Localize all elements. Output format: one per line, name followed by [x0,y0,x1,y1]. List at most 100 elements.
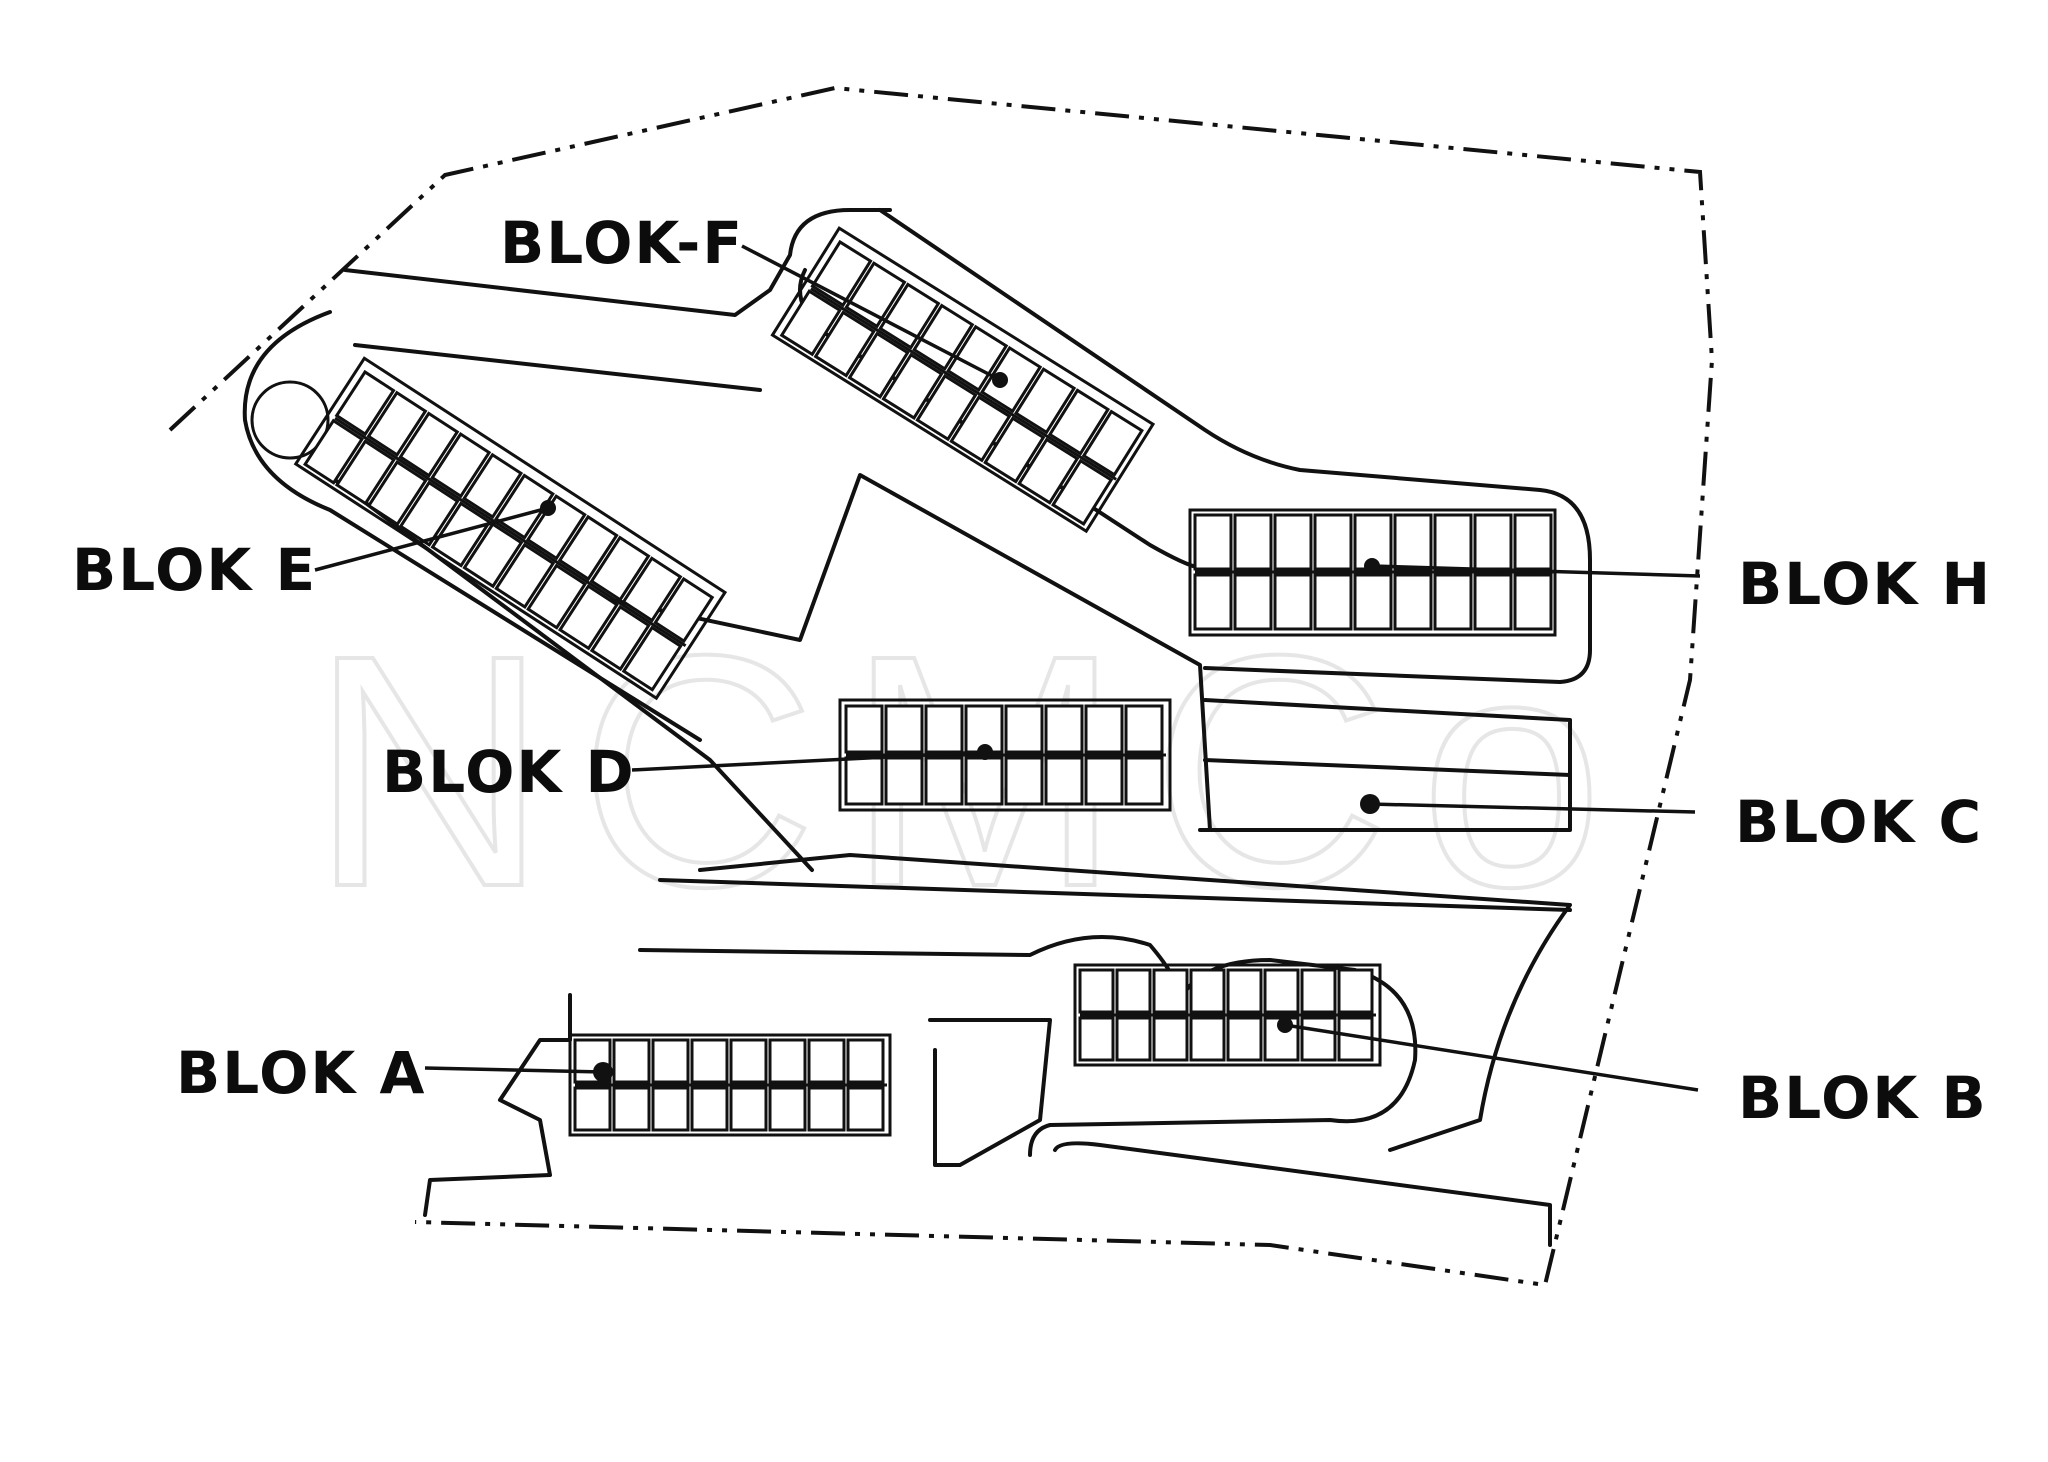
dwelling-unit [462,522,524,589]
label-block-a: BLOK A [176,1039,426,1107]
dwelling-unit [949,395,1012,463]
dwelling-unit [1044,756,1084,806]
dwelling-unit [430,432,492,499]
block-d-units [838,698,1172,812]
marker-block-e [540,500,556,516]
dwelling-unit [494,542,556,610]
unit-row [303,369,715,692]
label-block-e: BLOK E [72,536,317,604]
dwelling-unit [366,459,428,527]
dwelling-unit [1078,1016,1115,1062]
leader-block-e [314,506,549,572]
dwelling-unit [1263,968,1300,1014]
dwelling-unit [1473,513,1513,571]
dwelling-unit [1084,756,1124,806]
leader-block-h [1371,564,1701,578]
dwelling-unit [807,1086,846,1132]
dwelling-unit [1189,1016,1226,1062]
dwelling-unit [846,1038,885,1084]
dwelling-unit [729,1086,768,1132]
label-block-c: BLOK C [1735,788,1983,856]
dwelling-unit [884,704,924,754]
dwelling-unit [493,473,555,540]
dwelling-unit [983,416,1046,484]
dwelling-unit [1233,513,1273,571]
dwelling-unit [1047,388,1111,456]
dwelling-unit [1353,573,1393,631]
leader-block-f [741,244,1001,382]
marker-block-a [593,1062,613,1082]
dwelling-unit [398,411,460,478]
dwelling-unit [1273,573,1313,631]
roads [242,208,1592,1247]
dwelling-unit [1393,513,1433,571]
leader-block-b [1284,1023,1699,1092]
dwelling-unit [1513,573,1553,631]
dwelling-unit [651,1086,690,1132]
dwelling-unit [573,1086,612,1132]
block-a-units [568,1033,892,1137]
dwelling-unit [621,625,683,692]
dwelling-unit [912,303,975,371]
dwelling-unit [589,535,651,602]
dwelling-unit [334,439,396,506]
dwelling-unit [844,756,884,806]
dwelling-unit [924,756,964,806]
dwelling-unit [729,1038,768,1084]
dwelling-unit [1152,968,1189,1014]
dwelling-unit [526,563,588,630]
dwelling-unit [398,480,460,547]
dwelling-unit [881,352,944,421]
dwelling-unit [430,501,492,568]
label-block-d: BLOK D [382,738,636,806]
dwelling-unit [589,604,651,672]
dwelling-unit [1004,704,1044,754]
dwelling-unit [768,1086,807,1132]
dwelling-unit [1193,573,1233,631]
block-f-units [770,226,1156,534]
leader-block-c [1369,802,1696,814]
dwelling-unit [1300,968,1337,1014]
dwelling-unit [884,756,924,806]
dwelling-unit [651,1038,690,1084]
dwelling-unit [807,1038,846,1084]
leader-block-d [631,750,986,772]
block-b-units [1073,963,1382,1067]
marker-block-c [1360,794,1380,814]
dwelling-unit [1226,1016,1263,1062]
marker-block-b [1277,1017,1293,1033]
dwelling-unit [1313,513,1353,571]
dwelling-unit [1513,513,1553,571]
dwelling-unit [462,452,524,519]
dwelling-unit [964,756,1004,806]
dwelling-unit [612,1038,651,1084]
dwelling-unit [1051,458,1114,527]
dwelling-unit [1313,573,1353,631]
dwelling-unit [1393,573,1433,631]
leader-block-a [424,1066,604,1074]
dwelling-unit [1017,437,1080,505]
dwelling-unit [334,369,396,437]
dwelling-unit [1152,1016,1189,1062]
dwelling-unit [1233,573,1273,631]
dwelling-unit [557,514,619,582]
dwelling-unit [1004,756,1044,806]
dwelling-unit [1473,573,1513,631]
dwelling-unit [779,289,842,357]
roundabout [250,380,330,460]
unit-row-divider [334,416,687,648]
dwelling-unit [366,390,428,457]
dwelling-unit [1081,409,1144,477]
site-boundary [168,85,1715,1288]
dwelling-unit [1433,573,1473,631]
dwelling-unit [844,261,907,329]
dwelling-unit [1300,1016,1337,1062]
marker-block-f [992,372,1008,388]
dwelling-unit [1013,367,1077,435]
dwelling-unit [557,584,619,651]
dwelling-unit [1078,968,1115,1014]
dwelling-unit [303,418,365,485]
dwelling-unit [878,282,941,350]
dwelling-unit [690,1038,729,1084]
dwelling-unit [979,345,1043,414]
